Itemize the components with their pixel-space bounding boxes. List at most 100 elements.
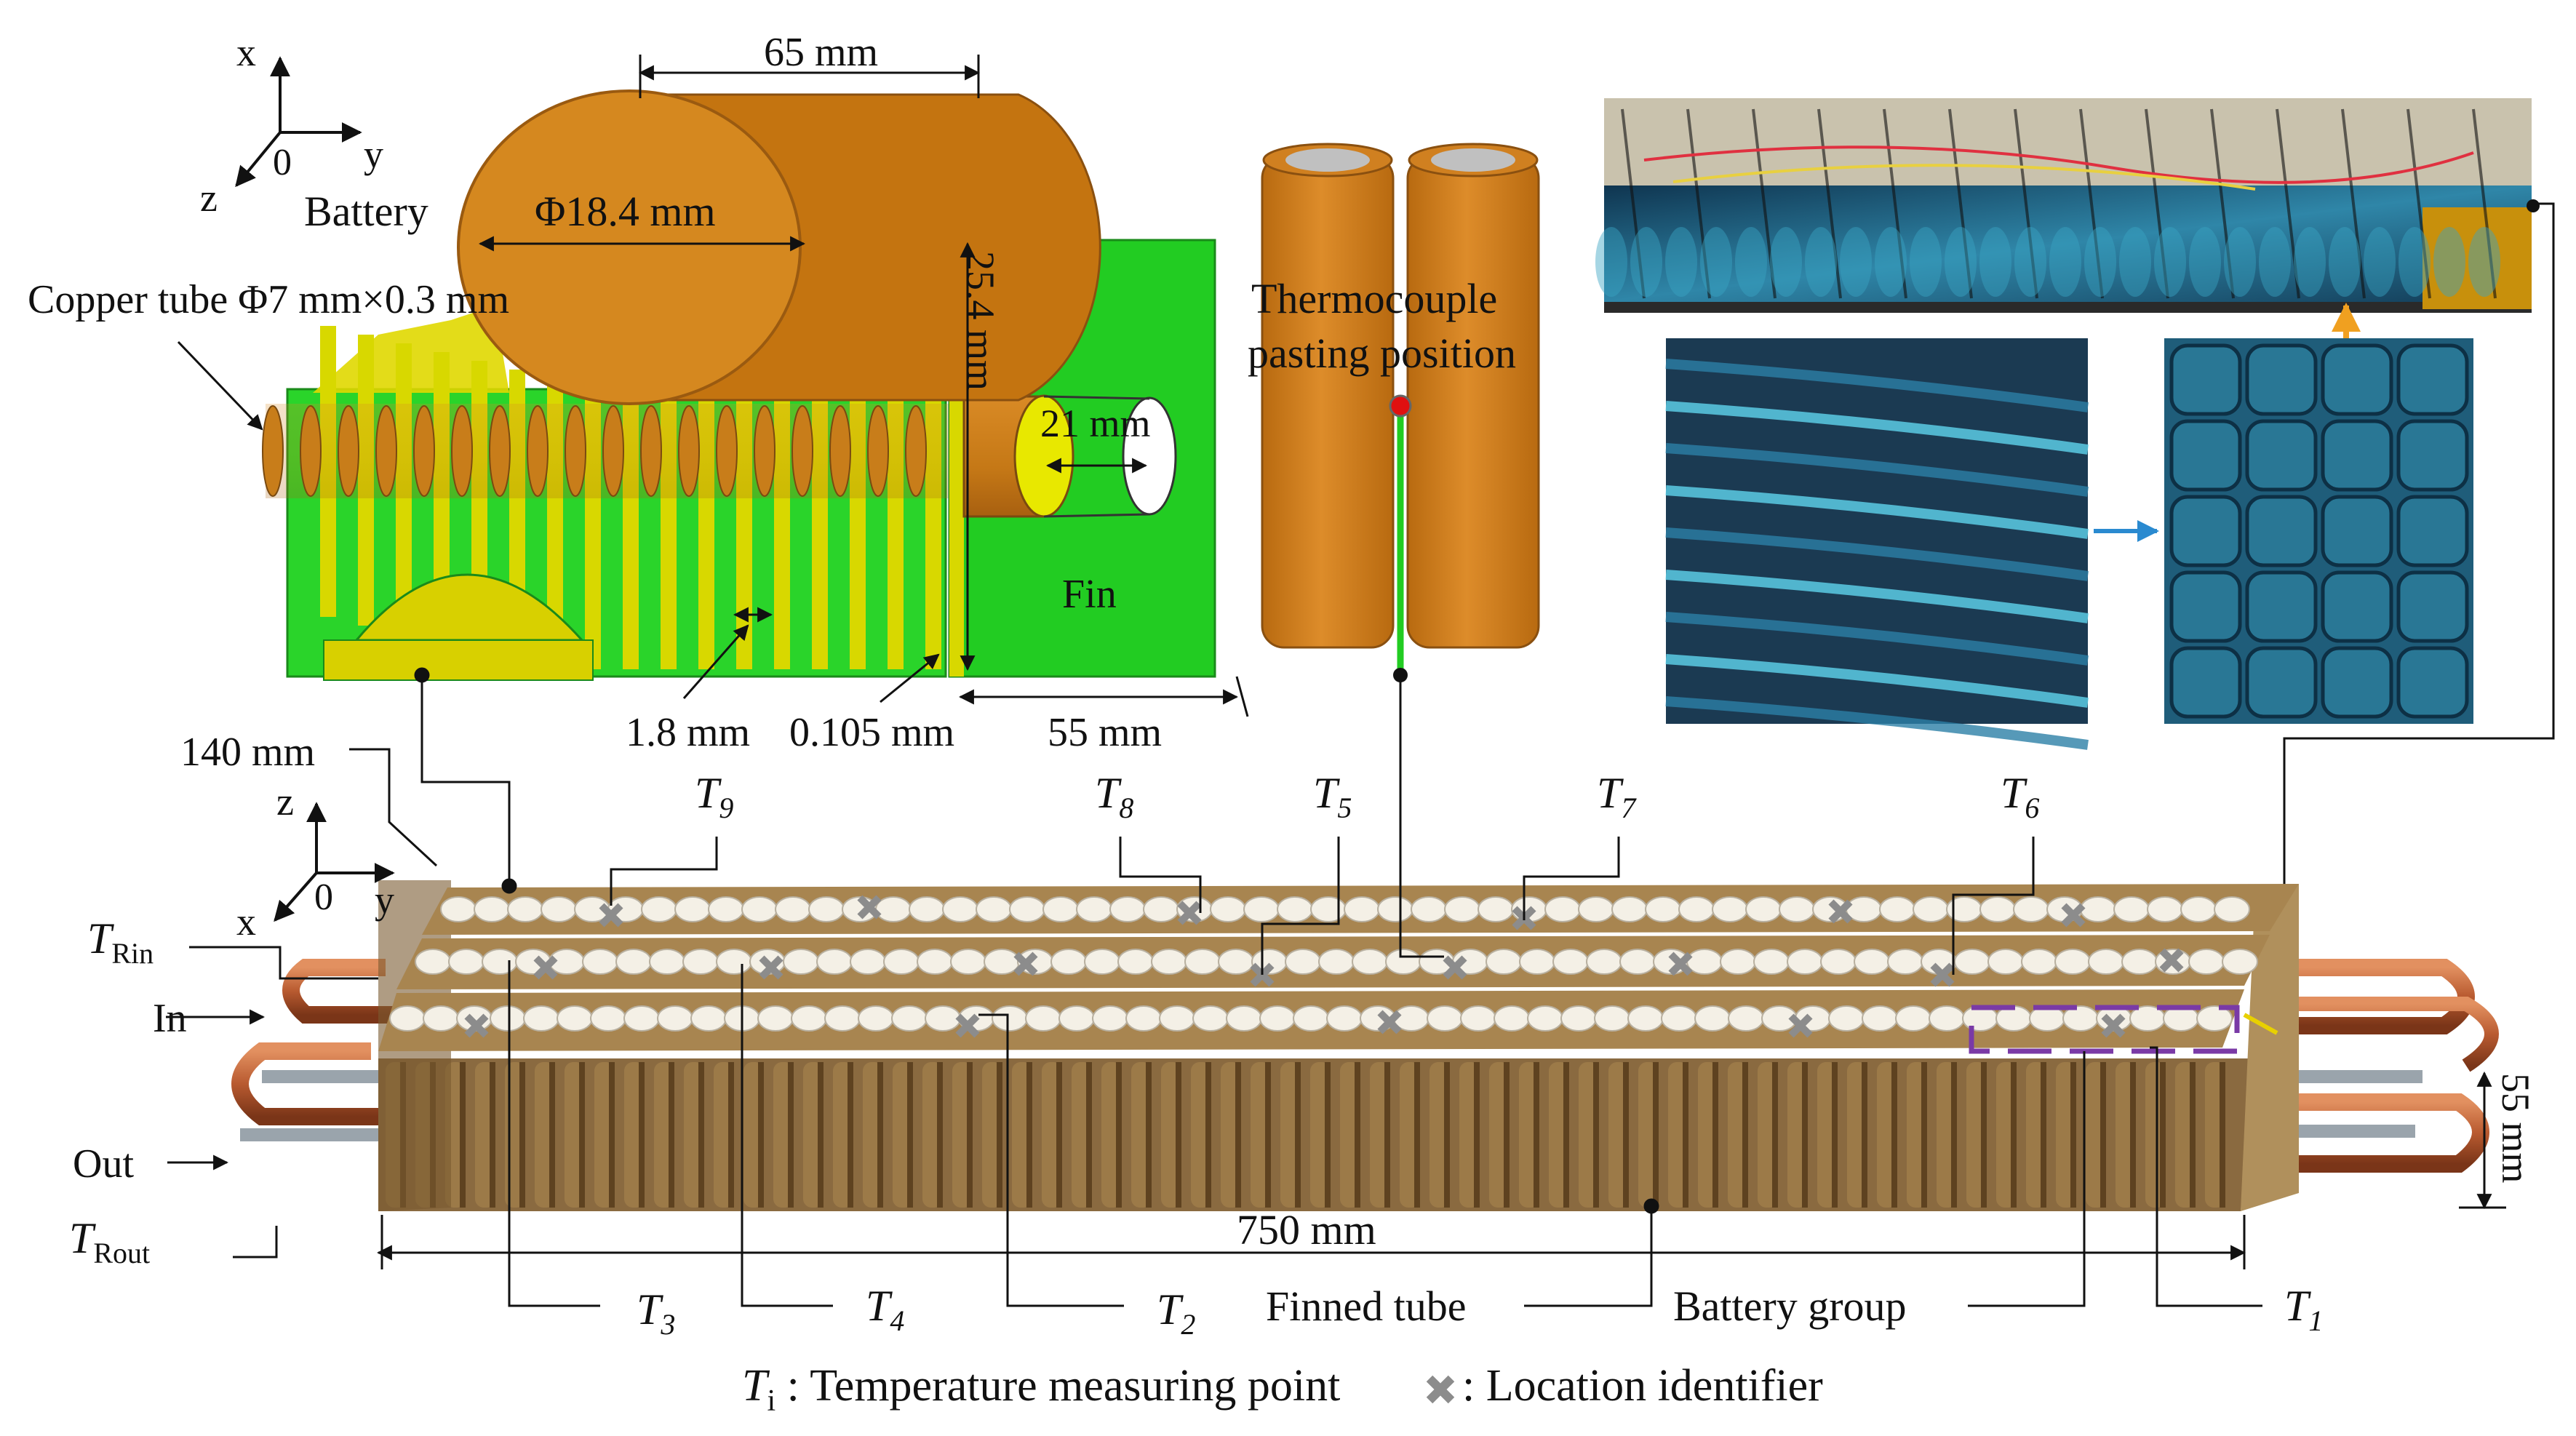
cell-top	[1645, 896, 1681, 922]
photo-cell-wrap	[2169, 495, 2242, 567]
photo-cell-wrap	[2245, 646, 2318, 719]
cell-top	[791, 1005, 827, 1032]
cell-top	[1560, 1005, 1597, 1032]
module-fin-shadow	[1295, 1062, 1301, 1208]
cell-top	[1728, 1005, 1764, 1032]
photo-strap	[1883, 108, 1907, 299]
cell-top	[557, 1005, 593, 1032]
module-fin-shadow	[877, 1062, 883, 1208]
cell-top	[2147, 896, 2183, 922]
cell-top	[1326, 1005, 1363, 1032]
tube-ring	[565, 405, 586, 497]
cell-top	[1887, 949, 1923, 975]
thermocouple-label-2: pasting position	[1248, 330, 1516, 377]
cell-top	[2088, 949, 2124, 975]
tube-ring	[527, 405, 549, 497]
location-marker	[1668, 952, 1693, 976]
cell-top	[1159, 1005, 1195, 1032]
fin-label: Fin	[1062, 572, 1117, 617]
cell-top	[1946, 896, 1982, 922]
dim-55mm-module: 55 mm	[2494, 1073, 2537, 1184]
cell-top	[1787, 949, 1823, 975]
cell-top	[423, 1005, 459, 1032]
in-label: In	[153, 996, 187, 1041]
cell-top	[1854, 949, 1890, 975]
photo-strap	[1752, 108, 1777, 299]
cell-top	[984, 949, 1020, 975]
cell-top	[1411, 896, 1447, 922]
cell-top	[708, 896, 744, 922]
cell-top	[1385, 949, 1421, 975]
cell-top	[1544, 896, 1581, 922]
module-fin-shadow	[1384, 1062, 1390, 1208]
axis-y-label: y	[364, 132, 383, 176]
point-t9: T9	[695, 769, 733, 824]
cell-top	[415, 949, 451, 975]
cell-top	[2196, 1005, 2233, 1032]
tube-rings	[262, 405, 927, 497]
photo-cell	[2084, 227, 2116, 297]
tube-ring	[640, 405, 662, 497]
module-fin-shadow	[1862, 1062, 1867, 1208]
photo-cell	[2049, 227, 2081, 297]
axes-top: x y z 0	[200, 31, 383, 220]
photo-cell	[1700, 227, 1732, 297]
cell-top	[1694, 1005, 1731, 1032]
cell-top	[757, 1005, 794, 1032]
finned-tube-label: Finned tube	[1266, 1283, 1466, 1330]
tube-ring	[829, 405, 851, 497]
cell-top	[950, 949, 986, 975]
location-marker	[1177, 901, 1202, 925]
cell-top	[992, 1005, 1028, 1032]
module-fin-shadow	[1414, 1062, 1420, 1208]
module-fin-shadow	[2190, 1062, 2196, 1208]
module-fin-shadow	[1832, 1062, 1838, 1208]
cell-top	[1226, 1005, 1262, 1032]
cell-top	[490, 1005, 526, 1032]
point-t2: T2	[1157, 1285, 1195, 1341]
point-t8: T8	[1095, 769, 1133, 824]
photo-cell	[1630, 227, 1662, 297]
cell-top	[1460, 1005, 1496, 1032]
dim-21mm: 21 mm	[1040, 402, 1151, 445]
cell-top	[448, 949, 485, 975]
cell-top	[1050, 949, 1087, 975]
cell-top	[1076, 896, 1112, 922]
tube-ring	[678, 405, 700, 497]
module-fin-shadow	[1504, 1062, 1510, 1208]
tube-ring	[716, 405, 738, 497]
module-fin-shadow	[490, 1062, 495, 1208]
tube-ring	[413, 405, 435, 497]
out-label: Out	[73, 1141, 134, 1186]
location-marker	[2159, 948, 2184, 973]
cell-top	[1720, 949, 1756, 975]
photo-cell	[2259, 227, 2291, 297]
cell-top	[1486, 949, 1522, 975]
thermocouple-label-1: Thermocouple	[1251, 275, 1497, 322]
photo-fin-row	[1665, 443, 2089, 497]
photo-wire	[1643, 145, 2474, 184]
cell-top	[850, 949, 886, 975]
cell-top	[1009, 896, 1045, 922]
module-fin-shadow	[1772, 1062, 1778, 1208]
cell-top	[1578, 896, 1614, 922]
t-rin-label: TRin	[87, 914, 153, 970]
cell-top	[1218, 949, 1254, 975]
location-marker	[1930, 962, 1955, 987]
cell-top	[1862, 1005, 1898, 1032]
module-fin-shadow	[1742, 1062, 1748, 1208]
cell-top	[682, 949, 719, 975]
photo-strap	[2145, 108, 2169, 299]
location-marker	[1788, 1013, 1813, 1038]
module-fin-shadow	[1056, 1062, 1062, 1208]
module-fin-shadow	[1623, 1062, 1629, 1208]
module-fin-shadow	[2011, 1062, 2017, 1208]
dim-diameter-18-4: Φ18.4 mm	[535, 188, 716, 235]
photo-fin-row	[1665, 527, 2089, 581]
cell-top	[891, 1005, 928, 1032]
cell-top	[1552, 949, 1589, 975]
module-fin-shadow	[1146, 1062, 1152, 1208]
cell-top	[1929, 1005, 1965, 1032]
module-fin-shadow	[460, 1062, 466, 1208]
